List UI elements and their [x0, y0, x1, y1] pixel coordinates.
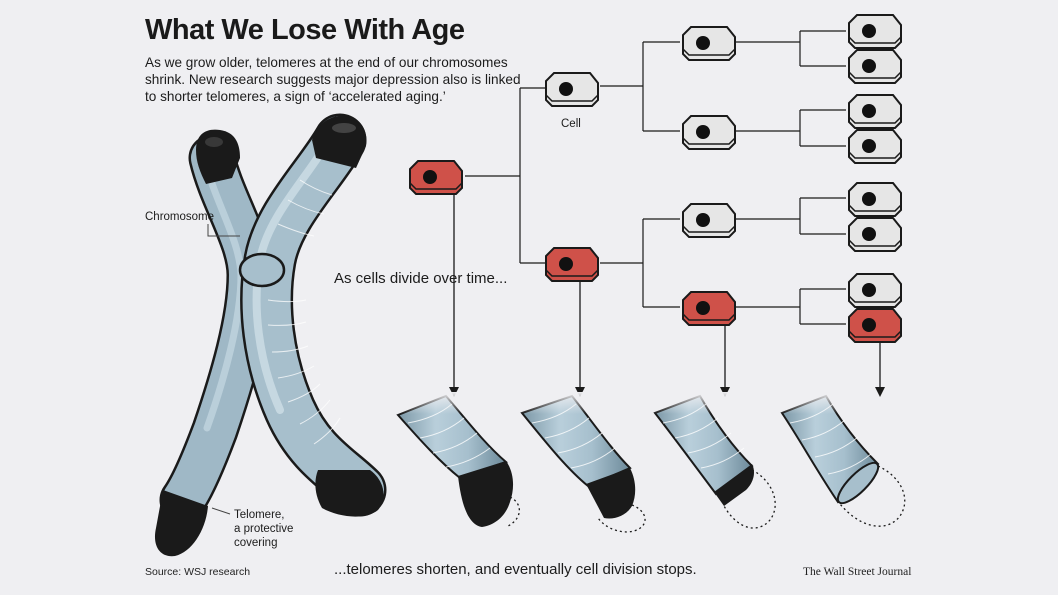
- cell-gen4-1: [847, 13, 903, 50]
- cell-gen4-4: [847, 128, 903, 165]
- cell-gen2-aging: [544, 246, 600, 283]
- cell-gen4-6: [847, 216, 903, 253]
- cell-gen1-aging: [408, 159, 464, 196]
- cell-division-tree: [465, 30, 846, 325]
- telomere-label: Telomere, a protective covering: [234, 508, 293, 550]
- cell-label: Cell: [561, 118, 581, 130]
- shorten-caption: ...telomeres shorten, and eventually cel…: [334, 561, 697, 578]
- cell-gen4-3: [847, 93, 903, 130]
- cell-gen3-aging: [681, 290, 737, 327]
- telomere-leader-line: [211, 507, 231, 515]
- down-arrows: [449, 193, 885, 397]
- cell-gen2-top: [544, 71, 600, 108]
- intro-text: As we grow older, telomeres at the end o…: [145, 55, 521, 104]
- publisher-credit: The Wall Street Journal: [803, 566, 912, 578]
- chromatid-back: [154, 129, 274, 557]
- cell-gen3-a: [681, 25, 737, 62]
- chromosome-end-3: [648, 392, 776, 529]
- cell-gen4-2: [847, 48, 903, 85]
- cell-gen4-aging: [847, 307, 903, 344]
- source-credit: Source: WSJ research: [145, 566, 251, 578]
- cell-gen3-b: [681, 114, 737, 151]
- telomere-label-line-2: a protective: [234, 523, 294, 535]
- chromosome-illustration: [154, 113, 387, 557]
- page-title: What We Lose With Age: [145, 14, 465, 46]
- telomere-label-line-3: covering: [234, 537, 278, 549]
- cell-gen3-c: [681, 202, 737, 239]
- telomere-label-line-1: Telomere,: [234, 509, 285, 521]
- chromosome-end-4: [775, 392, 906, 527]
- chromosome-label: Chromosome: [145, 211, 215, 223]
- chromosome-leader-line: [207, 224, 240, 237]
- cell-gen4-7: [847, 272, 903, 309]
- chromatid-front: [238, 113, 387, 517]
- chromosome-end-2: [515, 392, 646, 533]
- divide-caption: As cells divide over time...: [334, 270, 508, 287]
- chromosome-end-1: [390, 392, 520, 528]
- cell-gen4-5: [847, 181, 903, 218]
